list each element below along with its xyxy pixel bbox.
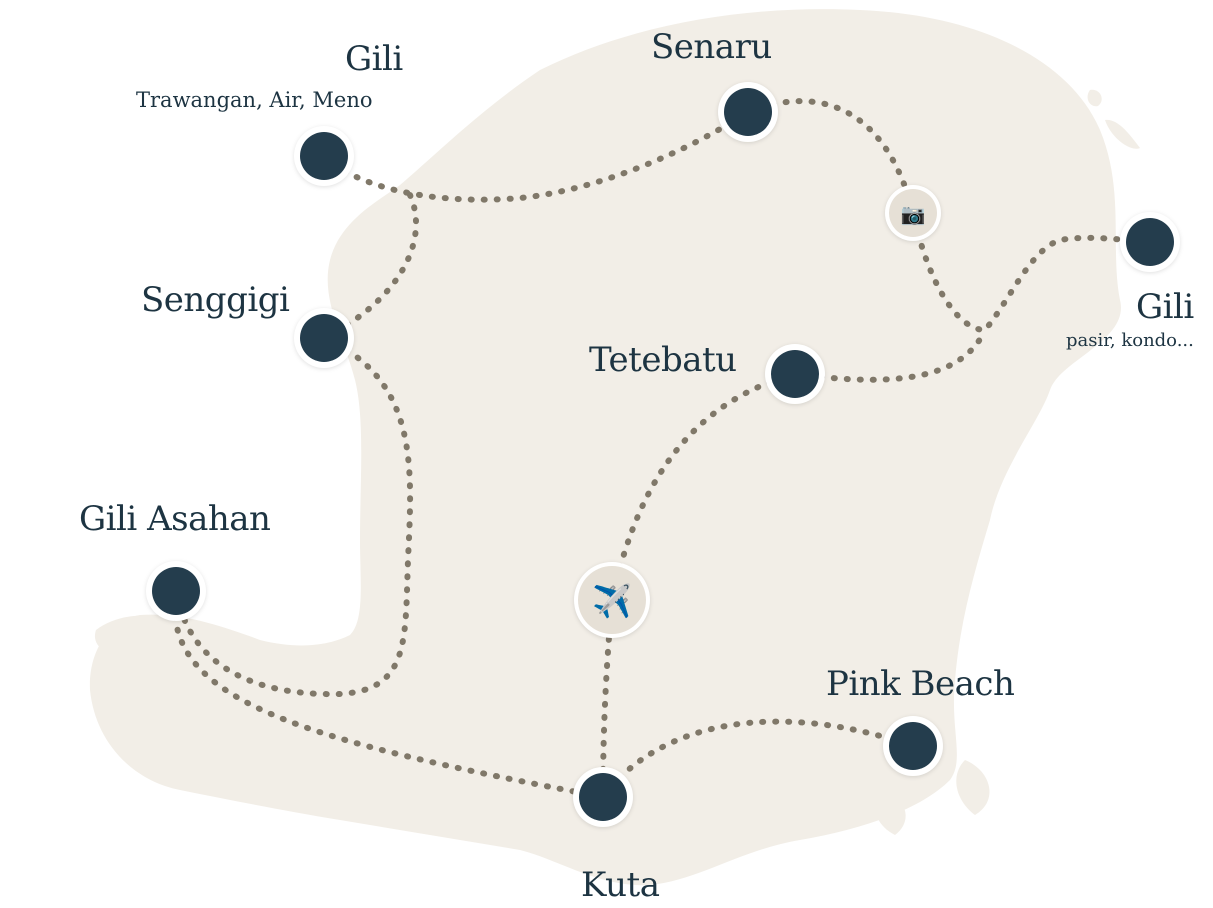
pin-senaru[interactable]: [718, 82, 778, 142]
label-gili-east: Gili: [1136, 287, 1194, 327]
poi-viewpoint[interactable]: 📷: [885, 185, 941, 241]
label-gili-trawangan: Gili: [345, 39, 403, 79]
pin-gili-east[interactable]: [1120, 212, 1180, 272]
label-senaru: Senaru: [651, 27, 772, 67]
label-kuta: Kuta: [581, 865, 660, 905]
route-senaru-gili-east: [745, 98, 1153, 334]
label-gili-trawangan-subtitle: Trawangan, Air, Meno: [136, 88, 373, 112]
route-kuta-pink: [600, 718, 916, 800]
route-senggigi-asahan: [173, 335, 414, 698]
pin-tetebatu[interactable]: [765, 344, 825, 404]
pin-pink-beach[interactable]: [883, 716, 943, 776]
destination-pins: [146, 82, 1180, 827]
camera-icon: 📷: [901, 202, 926, 226]
pin-gili-trawangan[interactable]: [294, 126, 354, 186]
island-landmass: [89, 9, 1140, 886]
pin-senggigi[interactable]: [294, 308, 354, 368]
label-tetebatu: Tetebatu: [589, 340, 737, 380]
route-tetebatu-east: [792, 327, 988, 383]
label-gili-asahan: Gili Asahan: [79, 499, 271, 539]
label-gili-east-subtitle: pasir, kondo...: [1066, 330, 1194, 351]
airplane-icon: ✈️: [592, 582, 632, 620]
pin-gili-asahan[interactable]: [146, 561, 206, 621]
route-asahan-kuta: [171, 588, 606, 800]
label-senggigi: Senggigi: [141, 280, 290, 320]
label-pink-beach: Pink Beach: [826, 664, 1015, 704]
pin-kuta[interactable]: [573, 767, 633, 827]
route-tetebatu-airport: [609, 371, 798, 603]
route-lines: [171, 98, 1153, 800]
poi-airport[interactable]: ✈️: [574, 562, 650, 638]
route-gili-senaru: [321, 109, 751, 203]
